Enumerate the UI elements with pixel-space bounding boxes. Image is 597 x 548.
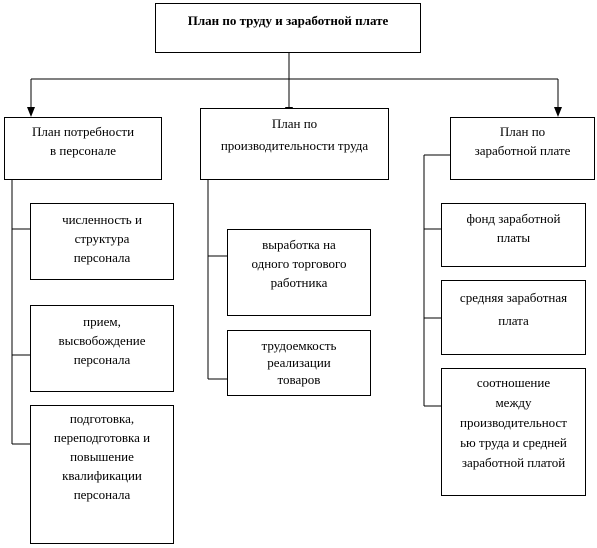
staff-needs-item-hiring-label: прием, высвобождение персонала: [58, 314, 146, 367]
staff-needs-item-hiring: прием, высвобождение персонала: [30, 305, 174, 392]
staff-needs-item-training: подготовка, переподготовка и повышение к…: [30, 405, 174, 544]
productivity-item-output-label: выработка на одного торгового работника: [251, 237, 347, 290]
wages-item-fund: фонд заработной платы: [441, 203, 586, 267]
arrow-head-left: [27, 107, 35, 117]
wages-item-fund-label: фонд заработной платы: [466, 211, 561, 245]
wages-item-average: средняя заработная плата: [441, 280, 586, 355]
productivity-item-labor-intensity-label: трудоемкость реализации товаров: [261, 338, 337, 387]
wages-item-average-label: средняя заработная плата: [459, 290, 568, 328]
arrow-head-right: [554, 107, 562, 117]
column-box-productivity: План по производительности труда: [200, 108, 389, 180]
productivity-item-labor-intensity: трудоемкость реализации товаров: [227, 330, 371, 396]
column-box-wages: План по заработной плате: [450, 117, 595, 180]
wages-item-ratio: соотношение между производительност ью т…: [441, 368, 586, 496]
column-label-productivity: План по производительности труда: [220, 116, 369, 153]
column-label-wages: План по заработной плате: [474, 124, 571, 158]
root-label: План по труду и заработной плате: [187, 13, 389, 28]
column-label-staff-needs: План потребности в персонале: [31, 124, 135, 158]
column-box-staff-needs: План потребности в персонале: [4, 117, 162, 180]
productivity-item-output: выработка на одного торгового работника: [227, 229, 371, 316]
root-box: План по труду и заработной плате: [155, 3, 421, 53]
staff-needs-item-training-label: подготовка, переподготовка и повышение к…: [53, 411, 151, 502]
staff-needs-item-headcount-label: численность и структура персонала: [62, 212, 142, 265]
staff-needs-item-headcount: численность и структура персонала: [30, 203, 174, 280]
wages-item-ratio-label: соотношение между производительност ью т…: [460, 375, 567, 470]
